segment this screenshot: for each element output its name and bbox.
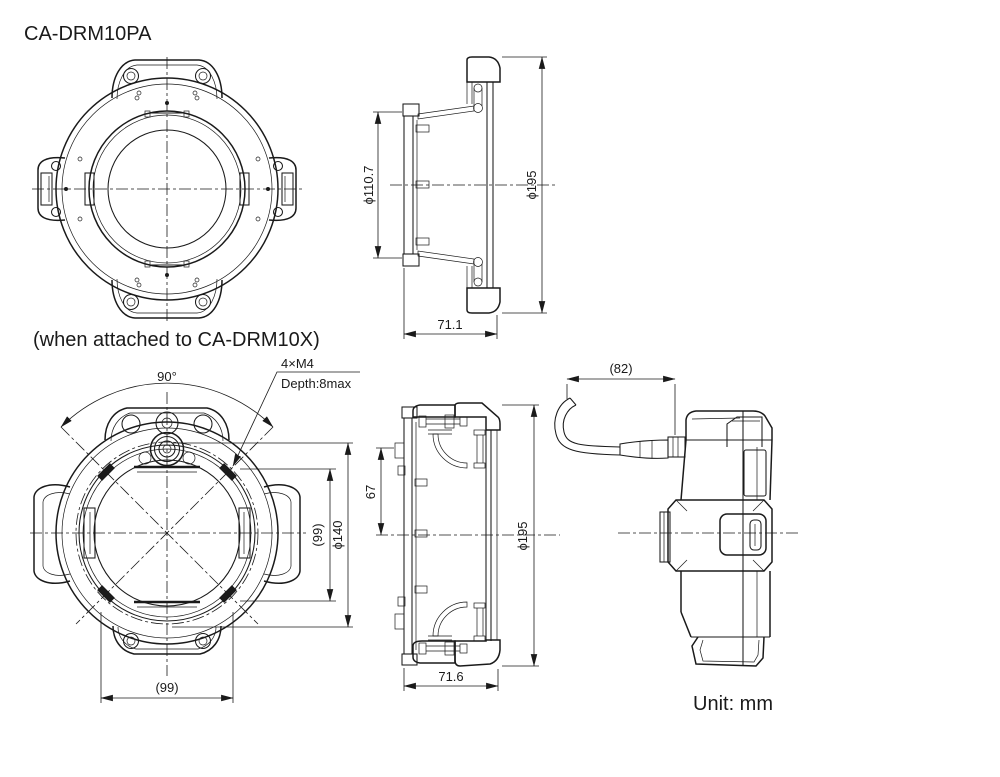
section-view: ϕ110.7 ϕ195 71.1 — [361, 56, 558, 339]
dim-outer-diameter: ϕ195 — [502, 56, 547, 314]
dim-label: ϕ140 — [330, 521, 345, 550]
attached-section-view: 67 ϕ195 71.6 — [363, 402, 560, 691]
dim-outer-diameter: ϕ195 — [502, 404, 539, 667]
dim-depth: 71.6 — [403, 668, 499, 691]
screw-depth-label: Depth:8max — [281, 376, 352, 391]
dim-bolt-circle: ϕ140 — [172, 442, 353, 628]
dim-label: ϕ195 — [524, 171, 539, 200]
locking-band — [659, 499, 773, 572]
dim-angle: 90° — [60, 369, 274, 428]
front-view — [32, 57, 303, 321]
dim-label: ϕ110.7 — [361, 166, 376, 205]
dim-label: ϕ195 — [515, 522, 530, 551]
dim-label: (99) — [310, 523, 325, 546]
dim-label: 67 — [363, 485, 378, 499]
attached-front-view: 90° 4×M4 Depth:8max (99) ϕ140 (99) — [30, 356, 360, 703]
dim-height-ref: (99) — [240, 468, 336, 602]
page-title: CA-DRM10PA — [24, 23, 152, 45]
dim-width-ref: (99) — [100, 612, 234, 703]
attached-caption: (when attached to CA-DRM10X) — [33, 329, 320, 351]
cable-assembly — [554, 397, 686, 459]
dim-inner-diameter: ϕ110.7 — [361, 111, 402, 259]
centerline-diagonal — [75, 426, 274, 625]
section-bolts-bottom — [418, 635, 468, 656]
dim-cable-clearance: (82) — [566, 361, 676, 435]
dim-offset: 67 — [363, 447, 394, 536]
dim-label: (82) — [609, 361, 632, 376]
dim-label: 71.1 — [437, 317, 462, 332]
attached-side-view: (82) — [554, 361, 800, 667]
centerline-diagonal — [60, 426, 259, 625]
dim-label: 90° — [157, 369, 177, 384]
screw-callout: 4×M4 Depth:8max — [232, 356, 360, 467]
dim-label: (99) — [155, 680, 178, 695]
dim-label: 71.6 — [438, 669, 463, 684]
screw-spec-label: 4×M4 — [281, 356, 314, 371]
bayonet-ring-details — [77, 95, 261, 283]
dim-depth: 71.1 — [403, 268, 498, 339]
section-bolts-top — [418, 414, 468, 435]
unit-note: Unit: mm — [693, 693, 773, 715]
